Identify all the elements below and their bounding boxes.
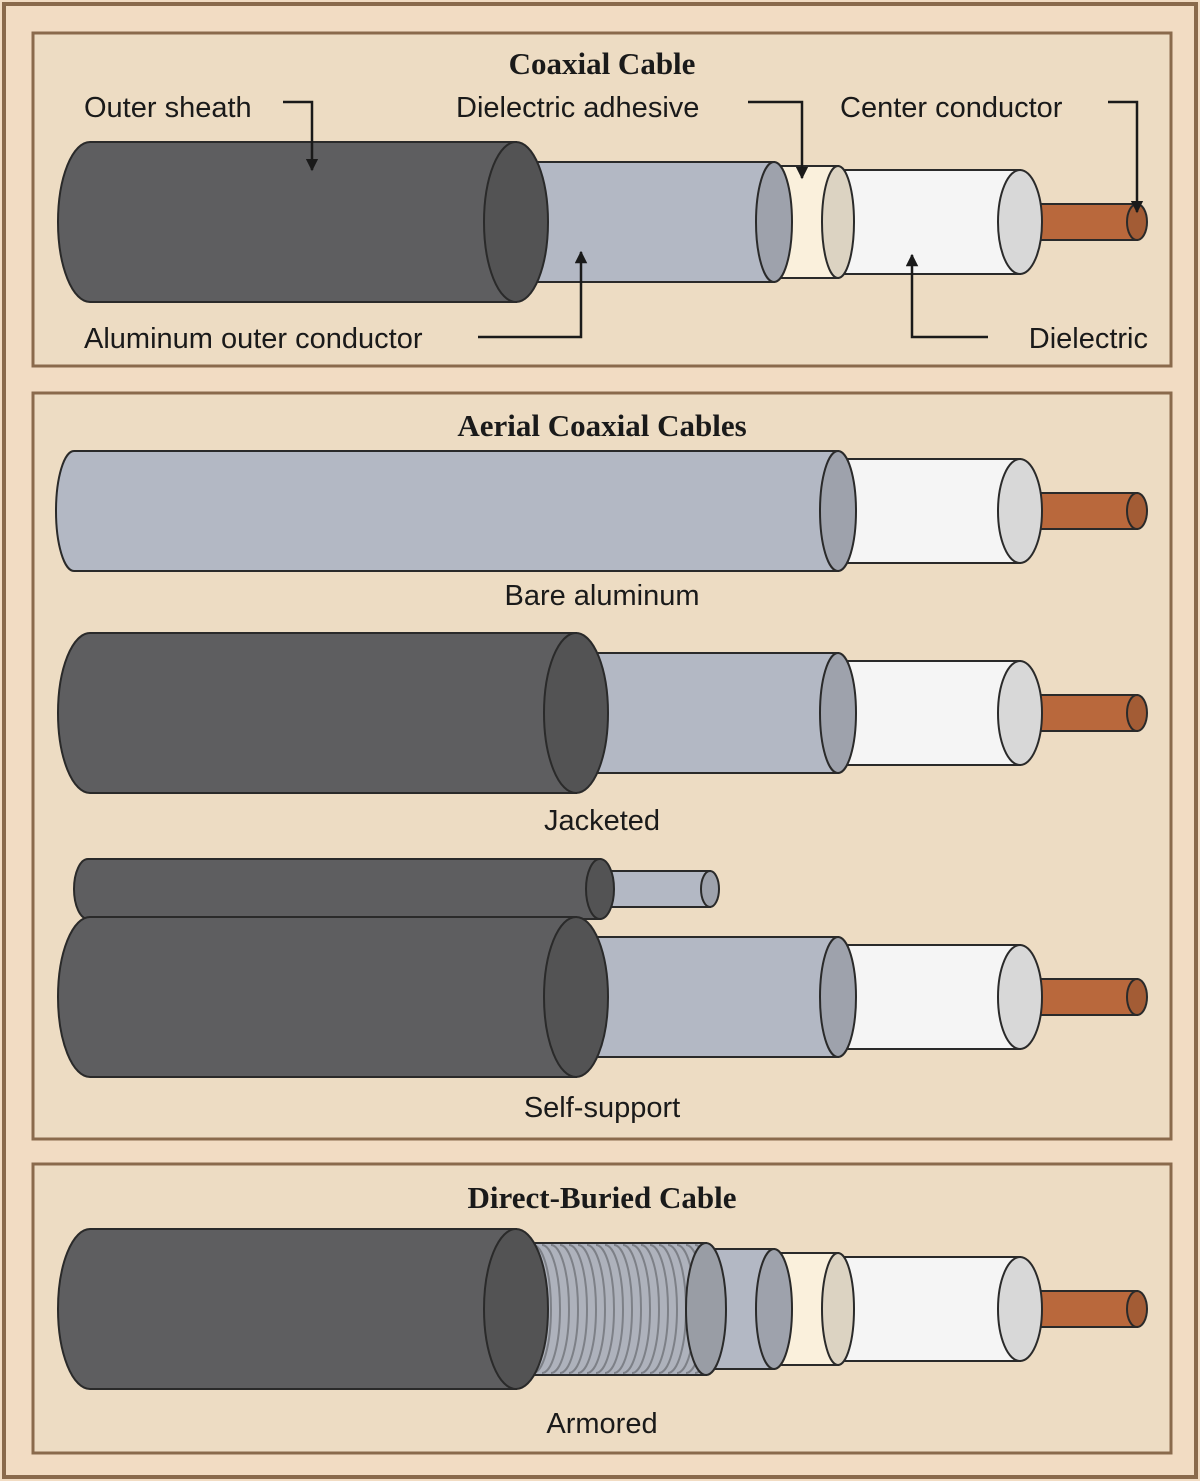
leader-dielectric-adhesive: [748, 100, 809, 180]
messenger-sheath-layer: [73, 858, 615, 920]
leader-dielectric: [905, 253, 988, 339]
dielectric-layer: [819, 660, 1043, 766]
armor-ridge: [631, 1244, 651, 1374]
dielectric-layer: [819, 944, 1043, 1050]
layer-end-face: [585, 858, 615, 920]
panel-title: Aerial Coaxial Cables: [457, 408, 746, 443]
panel-direct-buried-cable: Direct-Buried Cable Armored: [31, 1162, 1173, 1455]
armor-ridge: [622, 1244, 642, 1374]
panel-coaxial-cable: Coaxial Cable Outer sheath Dielectric ad…: [31, 31, 1173, 368]
layer-end-face: [997, 1256, 1043, 1362]
panel-title: Direct-Buried Cable: [468, 1180, 737, 1215]
armor-ridge: [550, 1244, 570, 1374]
armor-ridge: [595, 1244, 615, 1374]
armor-ridge: [568, 1244, 588, 1374]
armor-ridge: [541, 1244, 561, 1374]
layer-end-face: [685, 1242, 727, 1376]
layer-end-face: [1126, 492, 1148, 530]
layer-end-face: [1126, 1290, 1148, 1328]
layer-end-face: [700, 870, 720, 908]
armor-ridge: [586, 1244, 606, 1374]
armor-ridge: [532, 1244, 552, 1374]
aluminum-outer-conductor-layer: [561, 652, 857, 774]
layer-end-face: [755, 1248, 793, 1370]
cable-bare-aluminum: [55, 450, 1148, 572]
layer-end-face: [997, 660, 1043, 766]
outer-sheath-layer: [57, 916, 609, 1078]
layer-end-face: [543, 916, 609, 1078]
caption-jacketed: Jacketed: [544, 805, 660, 837]
layer-end-face: [1126, 978, 1148, 1016]
armor-ridge: [613, 1244, 633, 1374]
cable-self-support: [57, 858, 1148, 1078]
aluminum-outer-conductor-layer: [499, 161, 793, 283]
armor-ridge: [577, 1244, 597, 1374]
cable-armored: [57, 1228, 1148, 1390]
layer-end-face: [543, 632, 609, 794]
layer-end-face: [483, 141, 549, 303]
leader-center-conductor: [1108, 100, 1144, 214]
armor-ridge: [658, 1244, 678, 1374]
layer-end-face: [821, 1252, 855, 1366]
cable-jacketed: [57, 632, 1148, 794]
outer-sheath-layer: [57, 1228, 549, 1390]
layer-end-face: [755, 161, 793, 283]
caption-self-support: Self-support: [524, 1092, 680, 1124]
outer-sheath-layer: [57, 141, 549, 303]
layer-body: [57, 916, 577, 1078]
layer-end-face: [819, 936, 857, 1058]
leader-outer-sheath: [283, 100, 319, 172]
layer-end-face: [483, 1228, 549, 1390]
layer-end-face: [1126, 694, 1148, 732]
layer-end-face: [819, 652, 857, 774]
layer-end-face: [997, 169, 1043, 275]
layer-end-face: [997, 944, 1043, 1050]
layer-end-face: [821, 165, 855, 279]
panel-aerial-coaxial-cables: Aerial Coaxial Cables Bare aluminum Jack…: [31, 391, 1173, 1141]
layer-body: [57, 632, 577, 794]
panel-title: Coaxial Cable: [509, 46, 696, 81]
aluminum-outer-conductor-layer: [561, 936, 857, 1058]
callout-aluminum-outer-conductor: Aluminum outer conductor: [84, 323, 423, 355]
layer-end-face: [819, 450, 857, 572]
callout-center-conductor: Center conductor: [840, 92, 1063, 124]
armor-ridge: [640, 1244, 660, 1374]
caption-armored: Armored: [546, 1408, 657, 1440]
armor-ridge: [559, 1244, 579, 1374]
aluminum-outer-conductor-layer: [55, 450, 857, 572]
armor-ridge: [649, 1244, 669, 1374]
callout-outer-sheath: Outer sheath: [84, 92, 252, 124]
leader-aluminum-outer-conductor: [478, 250, 588, 339]
layer-body: [57, 141, 517, 303]
callout-dielectric-adhesive: Dielectric adhesive: [456, 92, 699, 124]
armor-ridge: [604, 1244, 624, 1374]
layer-body: [57, 1228, 517, 1390]
layer-body: [55, 450, 839, 572]
messenger-wire-layer: [595, 870, 720, 908]
cable-coaxial: [57, 141, 1148, 303]
caption-bare-aluminum: Bare aluminum: [504, 580, 699, 612]
layer-body: [73, 858, 601, 920]
layer-end-face: [997, 458, 1043, 564]
callout-dielectric: Dielectric: [1029, 323, 1148, 355]
outer-sheath-layer: [57, 632, 609, 794]
